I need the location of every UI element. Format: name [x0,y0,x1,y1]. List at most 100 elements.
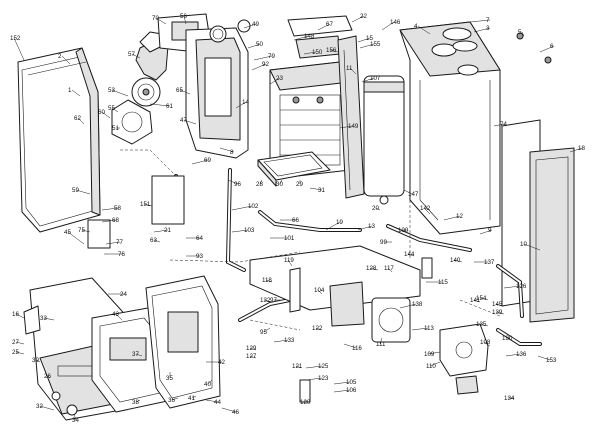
callout-22: 22 [360,13,367,20]
callout-46: 46 [232,409,239,416]
callout-leader-142 [423,207,431,215]
callout-leader-58 [101,207,119,211]
callout-leader-106 [333,389,351,393]
callout-38: 38 [132,399,139,406]
diverter-valve [439,323,489,395]
callout-leader-145 [495,303,505,307]
callout-152: 152 [10,35,21,42]
callout-leader-11 [349,67,357,75]
callout-37: 37 [132,351,139,358]
callout-53: 53 [108,87,115,94]
callout-154: 154 [476,295,487,302]
callout-leader-56 [183,15,187,25]
callout-leader-25 [15,351,25,355]
callout-75: 75 [78,227,85,234]
callout-leader-136 [505,353,521,357]
callout-leader-104 [317,289,323,295]
callout-66: 66 [292,217,299,224]
callout-leader-32 [39,405,55,411]
callout-leader-19 [325,221,341,231]
callout-132: 132 [260,297,271,304]
callout-leader-55 [111,107,119,113]
callout-leader-1 [71,89,81,97]
assembly-lines [120,149,501,331]
callout-96: 96 [234,181,241,188]
callout-147: 147 [408,191,419,198]
callout-leader-69 [191,159,209,165]
callout-25: 25 [12,349,19,356]
callout-128: 128 [366,265,377,272]
callout-leader-113 [411,327,429,331]
callout-leader-62 [77,117,85,125]
callout-leader-148 [293,35,309,41]
callout-leader-2 [61,55,71,65]
callout-leader-9 [479,229,493,235]
callout-leader-121 [295,365,303,369]
callout-56: 56 [180,13,187,20]
callout-leader-65 [179,89,191,95]
callout-leader-37 [135,353,143,357]
callout-105: 105 [346,379,357,386]
callout-36: 36 [168,397,175,404]
callout-leader-59 [75,189,91,195]
callout-leader-139 [495,311,505,315]
callout-leader-16 [15,313,25,319]
callout-16: 16 [12,311,19,318]
callout-29: 29 [296,181,303,188]
callout-32: 32 [36,403,43,410]
callout-19: 19 [336,219,343,226]
callout-1: 1 [68,87,72,94]
callout-31: 31 [318,187,325,194]
callout-23: 23 [276,75,283,82]
callout-123: 123 [318,375,329,382]
callout-111: 111 [376,341,386,348]
callout-leader-47 [183,119,197,125]
callout-60: 60 [98,109,105,116]
callout-leader-49 [243,23,257,29]
callout-3: 3 [486,25,490,32]
callout-leader-144 [407,253,415,257]
callout-110: 110 [426,363,436,370]
callout-leader-147 [403,189,413,195]
callout-leader-26 [47,375,51,379]
callout-leader-44 [205,399,219,403]
callout-59: 59 [72,187,79,194]
callout-leader-125 [305,365,323,369]
callout-116: 116 [352,345,362,352]
callout-138: 138 [412,301,423,308]
callout-leader-43 [115,313,123,321]
callout-44: 44 [214,399,221,406]
callout-13: 13 [368,223,375,230]
callout-leader-92 [251,63,267,71]
callout-156: 156 [326,47,337,54]
callout-leader-138 [399,303,417,309]
callout-4: 4 [414,23,418,30]
callout-126: 126 [516,283,527,290]
callout-leader-153 [537,355,551,361]
callout-145: 145 [492,301,503,308]
callout-leader-6 [539,45,555,53]
callout-99: 99 [380,239,387,246]
callout-45: 45 [64,229,71,236]
callout-67: 67 [326,21,333,28]
callout-26: 26 [44,373,51,380]
callout-21: 21 [164,227,171,234]
callout-leader-63 [153,239,161,243]
callout-leader-75 [81,229,91,233]
callout-137: 137 [484,259,495,266]
heat-exchanger-block [269,15,353,179]
callout-leader-13 [357,225,373,231]
callout-113: 113 [424,325,434,332]
callout-leader-119 [287,259,293,267]
callout-51: 51 [112,125,119,132]
callout-35: 35 [166,375,173,382]
callout-leader-33 [43,317,55,321]
callout-leader-77 [105,241,121,245]
back-chassis [399,21,501,235]
callout-leader-57 [131,53,141,59]
callout-leader-68 [101,219,117,223]
callout-leader-96 [227,179,239,185]
callout-41: 41 [188,395,195,402]
callout-leader-14 [235,101,247,109]
callout-leader-151 [143,203,153,207]
